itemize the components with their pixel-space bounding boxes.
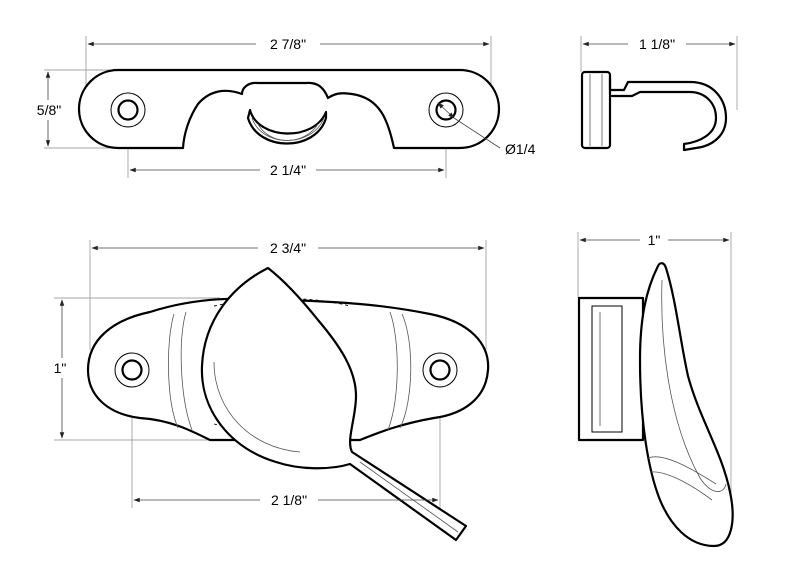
hole-diameter-label: Ø1/4: [505, 141, 536, 157]
lock-front-view: 2 3/4" 1" 2 1/8": [46, 238, 490, 542]
lock-cam-lever: [200, 266, 468, 542]
catch-height-label: 5/8": [37, 102, 61, 118]
catch-depth-label: 1 1/8": [639, 36, 675, 52]
lock-hole-spacing-label: 2 1/8": [271, 492, 307, 508]
catch-left-hole-ring: [110, 92, 146, 128]
catch-front-view: Ø1/4 2 7/8" 5/8" 2 1/4": [28, 34, 536, 180]
catch-side-view: 1 1/8": [580, 34, 738, 152]
catch-left-hole: [117, 99, 139, 121]
catch-body: [77, 68, 501, 150]
catch-width-label: 2 7/8": [270, 36, 306, 52]
lock-depth-label: 1": [648, 232, 661, 248]
lock-left-hole-ring: [114, 352, 150, 388]
lock-right-hole: [429, 359, 451, 381]
catch-side-base: [580, 70, 612, 150]
lock-left-hole: [121, 359, 143, 381]
lock-height-label: 1": [54, 360, 67, 376]
lock-side-lever: [638, 262, 734, 548]
lock-side-base: [577, 296, 645, 442]
catch-hole-spacing-label: 2 1/4": [270, 162, 306, 178]
catch-side-hook: [608, 76, 728, 152]
lock-right-hole-ring: [422, 352, 458, 388]
catch-right-hole-ring: [428, 92, 464, 128]
lock-width-label: 2 3/4": [270, 240, 306, 256]
lock-side-view: 1": [577, 230, 734, 548]
